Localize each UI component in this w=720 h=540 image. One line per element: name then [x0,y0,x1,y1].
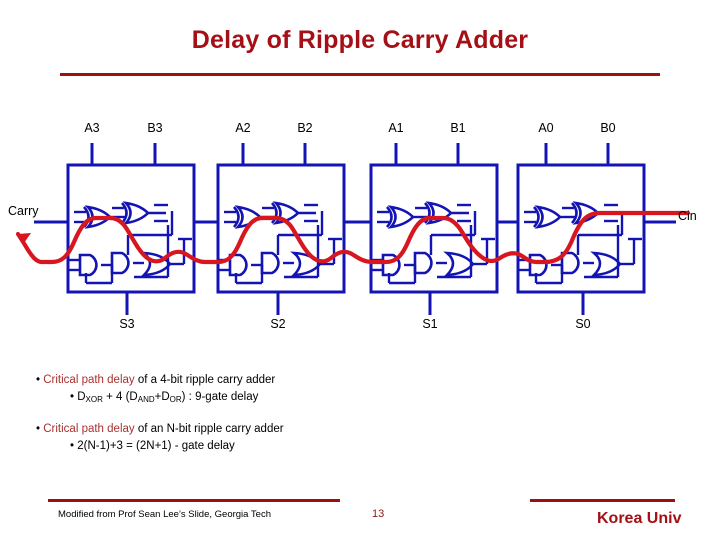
input-label-b1: B1 [450,121,466,135]
full-adder-block-1 [369,143,499,315]
formula-sub-or: OR [169,394,182,404]
bullet-2-rest: of an N-bit ripple carry adder [134,423,284,436]
output-label-s1: S1 [422,317,438,331]
bullet-spacer [0,405,720,421]
bullet-1-highlight: Critical path delay [43,374,135,386]
formula-sub-xor: XOR [85,394,103,404]
critical-path-line [15,210,691,265]
input-label-b2: B2 [297,121,313,135]
input-label-a0: A0 [538,121,554,135]
formula-sub-and: AND [137,394,155,404]
formula-part-b: + 4 (D [102,390,138,403]
bullet-2-sub-text: 2(N-1)+3 = (2N+1) - gate delay [77,440,235,453]
output-label-s0: S0 [575,317,591,331]
input-label-b3: B3 [147,121,163,135]
bullet-marker: • [36,423,41,436]
full-adder-block-3 [66,143,196,315]
bullet-marker: • [70,440,75,453]
bullet-2: • Critical path delay of an N-bit ripple… [0,421,720,438]
output-label-s2: S2 [270,317,286,331]
input-label-b0: B0 [600,121,616,135]
bullet-2-sub: • 2(N-1)+3 = (2N+1) - gate delay [0,438,720,455]
bullet-1: • Critical path delay of a 4-bit ripple … [0,372,720,389]
footer-attribution: Modified from Prof Sean Lee’s Slide, Geo… [58,509,271,520]
carry-in-label: Cin [678,209,697,223]
bullet-marker: • [36,374,41,386]
bullet-1-rest: of a 4-bit ripple carry adder [134,374,276,386]
carry-out-label: Carry [8,204,39,218]
bullet-marker: • [70,390,75,403]
formula-part-d: ) : 9-gate delay [181,390,259,403]
bullet-2-highlight: Critical path delay [43,423,135,436]
footer-brand: Korea Univ [597,510,682,527]
full-adder-block-0 [516,143,646,315]
title-underline [60,73,660,76]
formula-part-c: +D [154,390,170,403]
input-label-a1: A1 [388,121,404,135]
footer-rule-left [48,499,340,502]
input-label-a2: A2 [235,121,251,135]
formula-d-xor: D [77,390,86,403]
page-title: Delay of Ripple Carry Adder [191,26,529,54]
ripple-carry-adder-diagram: A3 B3 A2 B2 A1 B1 A0 B0 S3 S2 S1 S0 Carr… [0,110,720,340]
input-label-a3: A3 [84,121,100,135]
page-number: 13 [372,508,385,520]
footer-rule-right [530,499,675,502]
bullet-list: • Critical path delay of a 4-bit ripple … [0,372,720,455]
bullet-1-sub: • DXOR + 4 (DAND+DOR) : 9-gate delay [0,389,720,406]
output-label-s3: S3 [119,317,135,331]
full-adder-block-2 [216,143,346,315]
